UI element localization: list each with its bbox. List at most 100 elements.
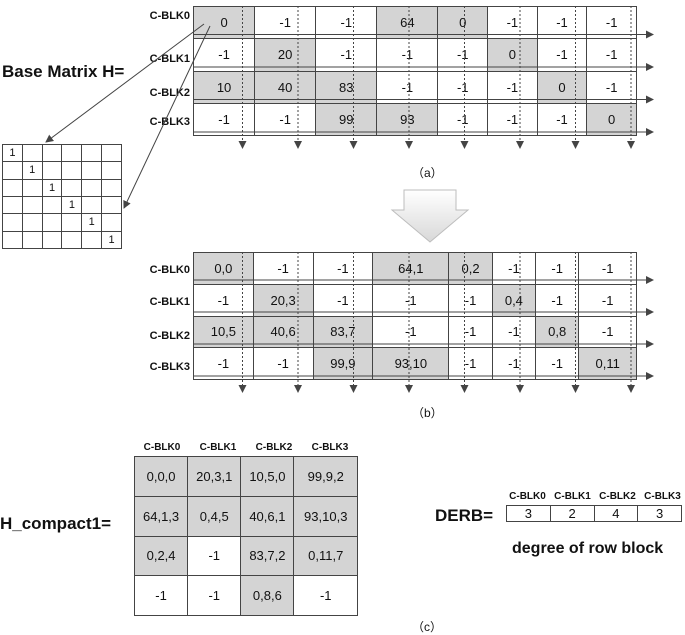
base-matrix-label: Base Matrix H= — [2, 62, 125, 81]
indexed-matrix-cell: -1 — [252, 252, 314, 285]
compact-matrix-cell: 0,8,6 — [240, 575, 295, 616]
compact-matrix-cell: -1 — [187, 575, 242, 616]
pointer-arrow-1 — [45, 23, 205, 143]
indexed-matrix-cell: -1 — [193, 347, 254, 380]
compact-col-label-0: C-BLK0 — [143, 442, 181, 453]
base-matrix-cell: -1 — [586, 70, 637, 104]
derb-label: DERB= — [435, 506, 494, 525]
base-matrix-cell: 0 — [586, 102, 637, 137]
mid-row-label-1: C-BLK1 — [149, 296, 190, 308]
compact-col-label-2: C-BLK2 — [255, 442, 293, 453]
pointer-arrow-2 — [123, 25, 211, 209]
compact-matrix-label: H_compact1= — [0, 514, 112, 533]
compact-matrix-cell: 10,5,0 — [240, 456, 295, 497]
derb-cell: 3 — [637, 505, 682, 522]
base-matrix-cell: -1 — [192, 38, 256, 72]
identity-matrix-cell: 1 — [101, 230, 122, 250]
compact-matrix-cell: 20,3,1 — [187, 456, 242, 497]
derb-col-label-3: C-BLK3 — [644, 491, 681, 502]
caption-a: （a） — [412, 166, 443, 180]
base-matrix-cell: 99 — [315, 102, 378, 137]
caption-c: （c） — [412, 620, 443, 634]
compact-matrix-cell: 40,6,1 — [240, 495, 295, 537]
base-matrix-cell: -1 — [376, 70, 439, 104]
compact-matrix-cell: 99,9,2 — [293, 456, 358, 497]
compact-matrix-cell: 0,4,5 — [187, 495, 242, 537]
compact-matrix-cell: -1 — [187, 535, 242, 577]
indexed-matrix-cell: -1 — [578, 315, 637, 349]
mid-row-label-2: C-BLK2 — [149, 330, 190, 342]
base-matrix-cell: 0 — [536, 70, 588, 104]
indexed-matrix-cell: 0,8 — [535, 315, 580, 349]
down-arrow-icon — [390, 189, 470, 243]
top-row-label-1: C-BLK1 — [149, 53, 190, 65]
indexed-matrix-cell: 20,3 — [252, 283, 314, 317]
indexed-matrix-cell: -1 — [252, 347, 314, 380]
base-matrix-cell: -1 — [487, 5, 538, 40]
base-matrix-cell: -1 — [315, 38, 378, 72]
caption-b: （b） — [412, 406, 443, 420]
derb-cell: 3 — [506, 505, 551, 522]
base-matrix-cell: -1 — [376, 38, 439, 72]
base-matrix-cell: -1 — [536, 102, 588, 137]
base-matrix-cell: 0 — [192, 5, 256, 40]
compact-col-label-3: C-BLK3 — [311, 442, 349, 453]
indexed-matrix-cell: -1 — [535, 283, 580, 317]
base-matrix-cell: 93 — [376, 102, 439, 137]
derb-col-label-2: C-BLK2 — [599, 491, 636, 502]
compact-matrix-cell: 0,2,4 — [133, 535, 189, 577]
mid-row-label-0: C-BLK0 — [149, 264, 190, 276]
base-matrix-cell: 20 — [254, 38, 317, 72]
base-matrix-cell: 64 — [376, 5, 439, 40]
indexed-matrix-cell: -1 — [448, 315, 493, 349]
top-row-label-0: C-BLK0 — [149, 10, 190, 22]
indexed-matrix-cell: 10,5 — [193, 315, 254, 349]
base-matrix-cell: -1 — [586, 38, 637, 72]
compact-col-label-1: C-BLK1 — [199, 442, 237, 453]
indexed-matrix-cell: 99,9 — [312, 347, 374, 380]
top-row-label-3: C-BLK3 — [149, 116, 190, 128]
base-matrix-cell: -1 — [254, 5, 317, 40]
identity-matrix-row: 1 — [2, 230, 122, 250]
indexed-matrix-cell: -1 — [312, 283, 374, 317]
derb-description: degree of row block — [512, 540, 664, 557]
base-matrix-cell: 0 — [437, 5, 489, 40]
derb-col-label-0: C-BLK0 — [509, 491, 546, 502]
derb-col-label-1: C-BLK1 — [554, 491, 591, 502]
base-matrix-cell: -1 — [437, 38, 489, 72]
derb-cell: 4 — [593, 505, 639, 522]
base-matrix-cell: -1 — [437, 102, 489, 137]
base-matrix-cell: -1 — [254, 102, 317, 137]
compact-matrix-cell: 83,7,2 — [240, 535, 295, 577]
compact-matrix-cell: 0,11,7 — [293, 535, 358, 577]
compact-matrix-cell: -1 — [133, 575, 189, 616]
indexed-matrix-cell: 0,11 — [578, 347, 637, 380]
compact-matrix-cell: 93,10,3 — [293, 495, 358, 537]
base-matrix-cell: 40 — [254, 70, 317, 104]
mid-row-label-3: C-BLK3 — [149, 361, 190, 373]
identity-matrix-row: 1 — [2, 161, 122, 180]
indexed-matrix-cell: 0,0 — [193, 252, 254, 285]
base-matrix-cell: -1 — [437, 70, 489, 104]
identity-matrix-row: 1 — [2, 213, 122, 232]
indexed-matrix-cell: 93,10 — [372, 347, 450, 380]
indexed-matrix-cell: -1 — [535, 347, 580, 380]
indexed-matrix-cell: -1 — [372, 315, 450, 349]
compact-matrix-cell: -1 — [293, 575, 358, 616]
compact-matrix-cell: 0,0,0 — [133, 456, 189, 497]
